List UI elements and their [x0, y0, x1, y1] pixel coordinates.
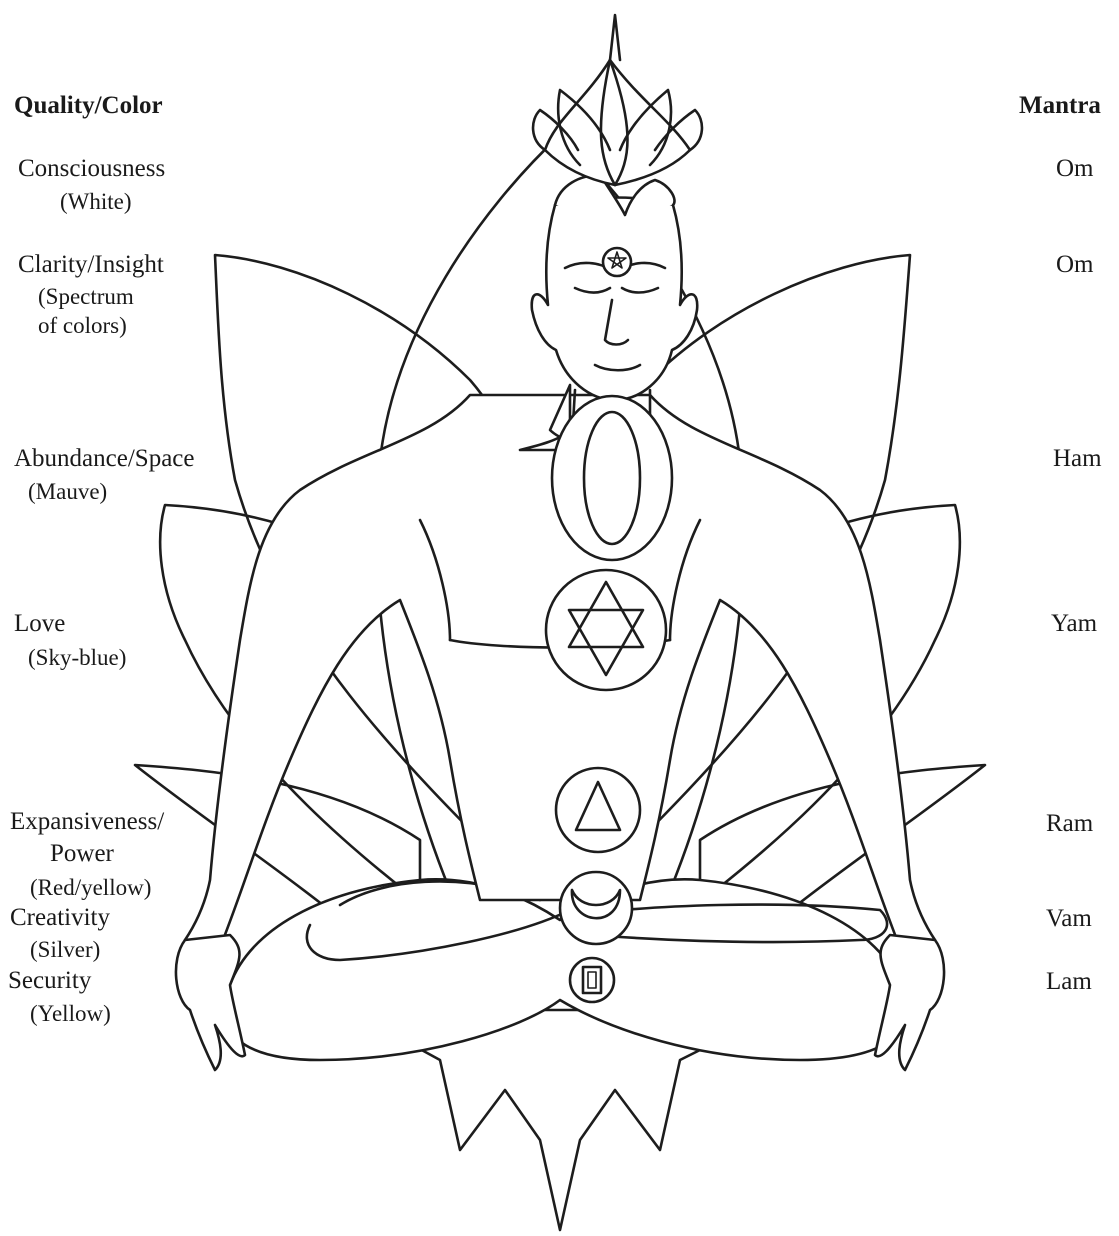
- mantra-header: Mantra: [1019, 90, 1101, 121]
- quality-label: Expansiveness/: [10, 806, 164, 837]
- mantra-label: Yam: [1051, 608, 1097, 639]
- quality-label: Abundance/Space: [14, 443, 194, 474]
- quality-label: Creativity: [10, 902, 110, 933]
- mantra-label: Om: [1056, 249, 1094, 280]
- color-label: (Sky-blue): [28, 642, 126, 673]
- crown-lotus: [533, 15, 702, 185]
- color-label: (White): [60, 186, 132, 217]
- mantra-label: Lam: [1046, 966, 1092, 997]
- crescent-moon-icon: [560, 872, 632, 944]
- quality-color-header: Quality/Color: [14, 90, 163, 121]
- quality-label: Power: [50, 838, 114, 869]
- color-label: (Red/yellow): [30, 872, 151, 903]
- quality-label: Consciousness: [18, 153, 165, 184]
- quality-label: Security: [8, 965, 91, 996]
- quality-label: Clarity/Insight: [18, 249, 164, 280]
- color-label: (Silver): [30, 934, 100, 965]
- square-icon: [570, 958, 614, 1002]
- color-label: (Spectrum: [38, 281, 134, 312]
- color-label: (Mauve): [28, 476, 107, 507]
- quality-label: Love: [14, 608, 65, 639]
- circle-star-icon: [603, 248, 631, 276]
- right-hand: [875, 935, 944, 1070]
- triangle-icon: [556, 768, 640, 852]
- mantra-label: Ram: [1046, 808, 1093, 839]
- mantra-label: Om: [1056, 153, 1094, 184]
- hexagram-icon: [546, 570, 666, 690]
- oval-in-circle-icon: [552, 396, 672, 560]
- mantra-label: Ham: [1053, 443, 1102, 474]
- color-label: (Yellow): [30, 998, 111, 1029]
- mantra-label: Vam: [1046, 903, 1092, 934]
- left-hand: [176, 935, 245, 1070]
- color-label: of colors): [38, 310, 127, 341]
